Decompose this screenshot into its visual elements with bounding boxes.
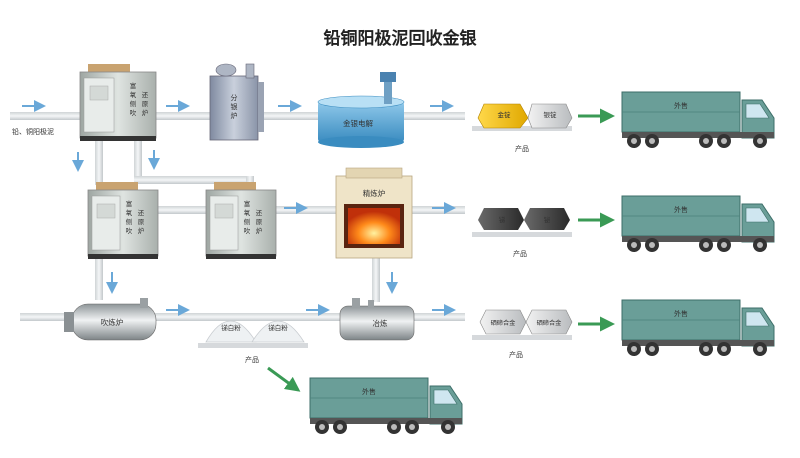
- furnace-2-label: 富 氧 侧 吹 还 原 炉: [126, 199, 145, 235]
- svg-text:炉: 炉: [138, 226, 145, 235]
- refining-label: 精炼炉: [363, 188, 386, 198]
- product-label-powders: 产品: [245, 355, 259, 364]
- product-bismuth-ingot: [524, 208, 570, 230]
- product-label-row1: 产品: [515, 144, 529, 153]
- product-se-te-alloy-1: [479, 309, 527, 335]
- svg-text:氧: 氧: [130, 90, 137, 99]
- truck-2: 外售: [621, 195, 775, 252]
- refining-furnace: [335, 167, 413, 259]
- svg-text:还: 还: [138, 209, 145, 217]
- product-label-silver: 银锭: [544, 110, 558, 119]
- svg-text:侧: 侧: [244, 217, 251, 226]
- product-se-te-alloy-2: [525, 309, 573, 335]
- input-label: 铅、铜阳极泥: [12, 127, 54, 136]
- svg-text:原: 原: [256, 218, 263, 226]
- silver-separation-furnace: [209, 63, 264, 141]
- truck-3: 外售: [621, 299, 775, 356]
- electrolysis-label: 金银电解: [343, 118, 373, 128]
- diagram-title: 铅铜阳极泥回收金银: [324, 28, 478, 49]
- truck-label-2: 外售: [674, 205, 688, 214]
- svg-text:氧: 氧: [126, 208, 133, 217]
- furnace-3-label: 富 氧 侧 吹 还 原 炉: [244, 199, 263, 235]
- product-label-alloy-1: 硒碲合金: [491, 319, 517, 327]
- svg-text:原: 原: [142, 100, 149, 108]
- svg-text:吹: 吹: [130, 108, 137, 117]
- product-label-alloy-2: 硒碲合金: [537, 319, 563, 327]
- smelting-vessel: [339, 298, 415, 341]
- product-antimony-ingot: [478, 208, 524, 230]
- product-label-bismuth: 铋: [544, 215, 551, 224]
- product-label-row3: 产品: [509, 350, 523, 359]
- product-silver-ingot: [527, 103, 573, 129]
- svg-text:分: 分: [231, 93, 238, 102]
- furnace-1-label: 富 氧 侧 吹 还 原 炉: [130, 81, 149, 117]
- svg-text:侧: 侧: [126, 217, 133, 226]
- truck-1: 外售: [621, 91, 775, 148]
- svg-text:银: 银: [231, 102, 238, 111]
- silver-separation-label: 分 银 炉: [231, 93, 238, 120]
- product-label-powder-2: 锑白粉: [268, 323, 288, 332]
- svg-text:炉: 炉: [231, 111, 238, 120]
- svg-text:炉: 炉: [256, 226, 263, 235]
- product-gold-ingot: [477, 103, 529, 129]
- svg-text:炉: 炉: [142, 108, 149, 117]
- svg-text:侧: 侧: [130, 99, 137, 108]
- output-arrows: [267, 108, 615, 392]
- product-label-row2: 产品: [513, 249, 527, 258]
- product-label-powder-1: 锑白粉: [221, 323, 241, 332]
- truck-label-1: 外售: [674, 101, 688, 110]
- svg-text:还: 还: [256, 209, 263, 217]
- truck-4: 外售: [309, 377, 463, 434]
- smelting-label: 冶炼: [373, 318, 388, 328]
- svg-text:原: 原: [138, 218, 145, 226]
- truck-label-3: 外售: [674, 309, 688, 318]
- svg-text:富: 富: [244, 199, 251, 208]
- svg-text:富: 富: [126, 199, 133, 208]
- blowing-label: 吹炼炉: [101, 317, 124, 327]
- flow-arrows: [22, 100, 456, 316]
- svg-text:吹: 吹: [244, 226, 251, 235]
- svg-text:还: 还: [142, 91, 149, 99]
- furnace-1: [79, 64, 157, 141]
- blowing-furnace: [64, 298, 157, 341]
- svg-text:氧: 氧: [244, 208, 251, 217]
- product-label-antimony: 锑: [499, 215, 506, 224]
- product-antimony-powder-2: [251, 320, 305, 343]
- svg-text:富: 富: [130, 81, 137, 90]
- truck-label-4: 外售: [362, 387, 376, 396]
- svg-text:吹: 吹: [126, 226, 133, 235]
- furnace-2: [87, 182, 159, 259]
- furnace-3: [205, 182, 277, 259]
- product-label-gold: 金锭: [498, 110, 512, 119]
- electrolysis-tank: [317, 72, 405, 148]
